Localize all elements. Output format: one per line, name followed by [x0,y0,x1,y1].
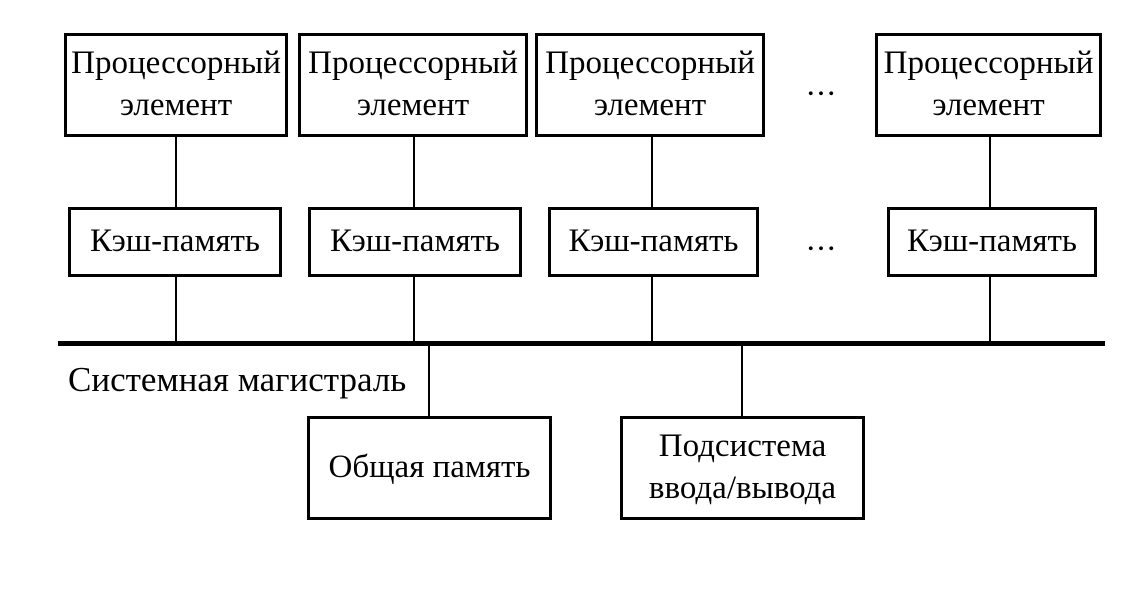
processors-row-ellipsis: ... [806,67,838,103]
processor-element-label-2: Процессорный элемент [308,45,518,123]
connector-processor1-cache1 [175,137,177,207]
connector-bus-io-subsystem [741,346,743,416]
connector-cache2-bus [413,277,415,341]
connector-cache3-bus [651,277,653,341]
cache-memory-label-2: Кэш-память [330,223,500,260]
system-bus-label: Системная магистраль [68,360,407,399]
connector-bus-shared-memory [428,346,430,416]
processor-element-box-4: Процессорный элемент [875,33,1102,137]
processor-element-label-1: Процессорный элемент [71,45,281,123]
cache-memory-label-4: Кэш-память [907,223,1077,260]
processor-element-box-3: Процессорный элемент [535,33,765,137]
system-bus-line [58,341,1105,346]
connector-cache4-bus [989,277,991,341]
cache-memory-box-3: Кэш-память [548,207,759,277]
connector-processor4-cache4 [989,137,991,207]
io-subsystem-label: Подсистема ввода/вывода [648,428,837,506]
cache-memory-label-1: Кэш-память [90,223,260,260]
processor-element-box-1: Процессорный элемент [64,33,288,137]
cache-memory-box-4: Кэш-память [887,207,1097,277]
connector-cache1-bus [175,277,177,341]
cache-memory-box-1: Кэш-память [68,207,282,277]
shared-memory-label: Общая память [328,449,531,486]
processor-element-label-3: Процессорный элемент [545,45,755,123]
processor-element-box-2: Процессорный элемент [298,33,528,137]
io-subsystem-box: Подсистема ввода/вывода [620,416,865,520]
processor-element-label-4: Процессорный элемент [883,45,1094,123]
shared-memory-box: Общая память [307,416,552,520]
cache-memory-box-2: Кэш-память [308,207,522,277]
caches-row-ellipsis: ... [806,222,838,258]
cache-memory-label-3: Кэш-память [568,223,739,260]
connector-processor3-cache3 [651,137,653,207]
connector-processor2-cache2 [413,137,415,207]
